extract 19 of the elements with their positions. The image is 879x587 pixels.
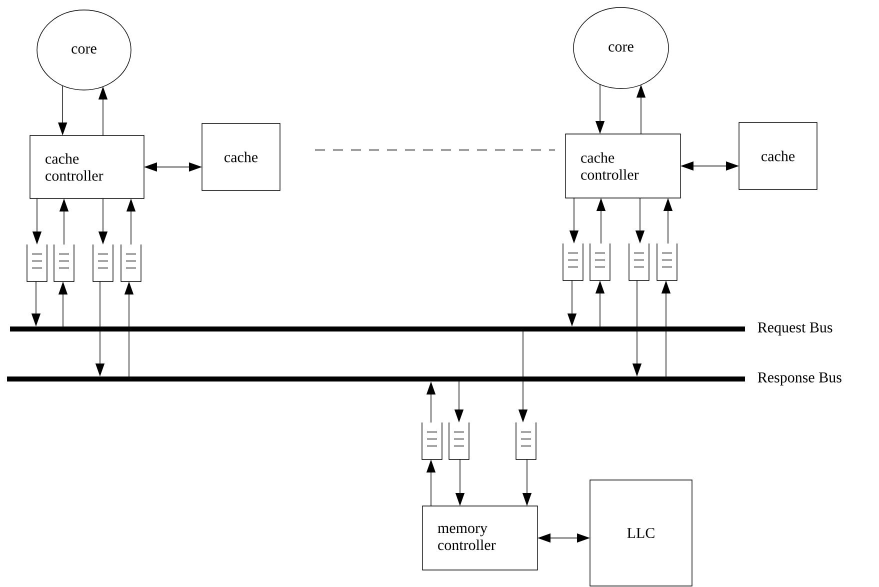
queue-drawing <box>92 244 114 282</box>
bus-label: Response Bus <box>758 372 842 386</box>
queue-drawing <box>590 243 610 281</box>
queue-drawing <box>628 243 650 281</box>
queue-drawing <box>448 422 470 460</box>
controller-box: cache controller <box>565 134 681 198</box>
llc-box: LLC <box>590 480 692 586</box>
queue-drawing <box>516 422 536 460</box>
queue-drawing <box>26 244 48 282</box>
queue-drawing <box>422 422 442 460</box>
controller-box: memory controller <box>422 506 538 570</box>
queue-drawing <box>120 244 142 282</box>
bus-label: Request Bus <box>758 322 832 336</box>
queue-drawing <box>656 243 678 281</box>
controller-box: cache controller <box>30 135 144 199</box>
cache-box: cache <box>738 122 818 190</box>
queue-drawing <box>562 243 584 281</box>
queue-drawing <box>54 244 74 282</box>
cache-box: cache <box>202 123 280 191</box>
